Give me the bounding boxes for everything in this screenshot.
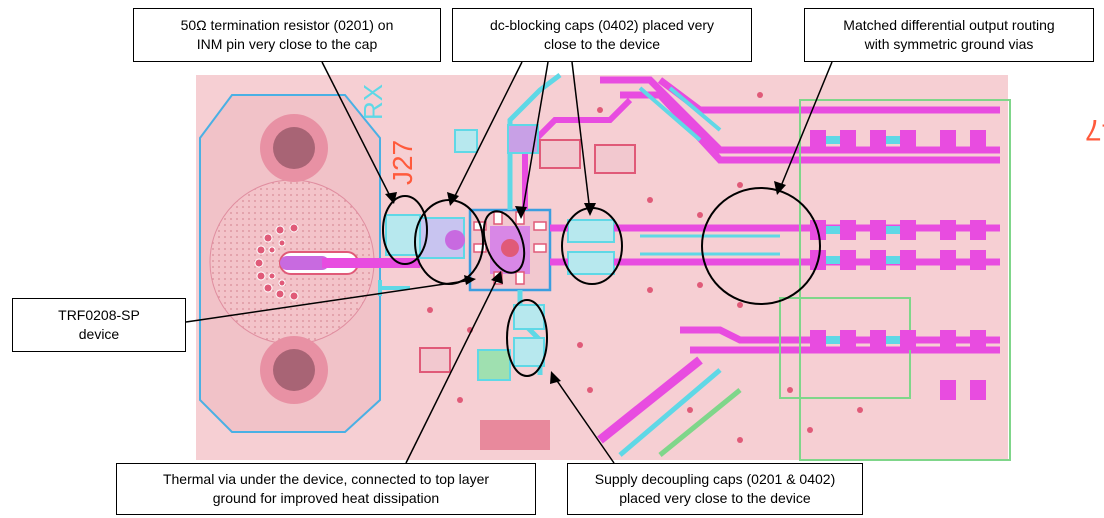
callout-differential-routing: Matched differential output routing with… xyxy=(804,8,1094,62)
top-pad-3 xyxy=(539,139,581,169)
upper-diff-bundle-a xyxy=(600,76,1000,154)
connector-ground-via-ring xyxy=(254,223,299,301)
dc-block-cap-n xyxy=(567,251,615,275)
highlight-supply-decoupling xyxy=(506,299,548,377)
upper-cyan-a xyxy=(638,86,702,142)
leader-lines xyxy=(185,61,833,464)
highlight-termination-resistor xyxy=(382,195,428,265)
callout-supply-decoupling: Supply decoupling caps (0201 & 0402) pla… xyxy=(567,463,863,515)
bottom-connector-pads xyxy=(480,420,550,450)
input-cap-via xyxy=(445,230,465,250)
termination-resistor-pad xyxy=(385,214,421,256)
supply-trace-top xyxy=(507,73,562,210)
highlight-differential-routing xyxy=(701,187,821,305)
lower-diff-bundle-e xyxy=(658,388,742,457)
callout-termination-resistor: 50Ω termination resistor (0201) on INM p… xyxy=(133,8,441,62)
lower-pad-left-2 xyxy=(419,347,451,373)
callout-device: TRF0208-SP device xyxy=(12,298,186,352)
callout-dc-blocking-caps: dc-blocking caps (0402) placed very clos… xyxy=(452,8,752,62)
upper-cyan-b xyxy=(668,86,722,132)
right-pad-array xyxy=(779,99,1011,461)
callout-thermal-via: Thermal via under the device, connected … xyxy=(116,463,536,515)
cap-ref-label: C47 xyxy=(1085,113,1104,146)
mounting-hole-top-inner xyxy=(273,127,315,169)
upper-diff-bundle-b xyxy=(620,91,1000,164)
leader-arrowheads xyxy=(385,181,786,384)
device-thermal-via xyxy=(501,239,519,257)
ground-stitching-vias xyxy=(427,92,863,443)
lower-diff-bundle-d xyxy=(618,368,722,457)
supply-trace-top-2 xyxy=(522,97,633,210)
mounting-hole-bottom-inner xyxy=(273,349,315,391)
supply-cap-2 xyxy=(513,337,545,367)
dc-block-cap-p xyxy=(567,219,615,243)
lower-pad-left xyxy=(477,349,511,381)
connector-rx-label: RX xyxy=(358,84,388,120)
lower-diff-bundle-c xyxy=(597,356,703,444)
top-pad-2 xyxy=(454,129,478,153)
top-pad-4 xyxy=(594,144,636,174)
connector-ref-label: J27 xyxy=(387,140,418,185)
highlight-thermal-via xyxy=(482,210,526,274)
